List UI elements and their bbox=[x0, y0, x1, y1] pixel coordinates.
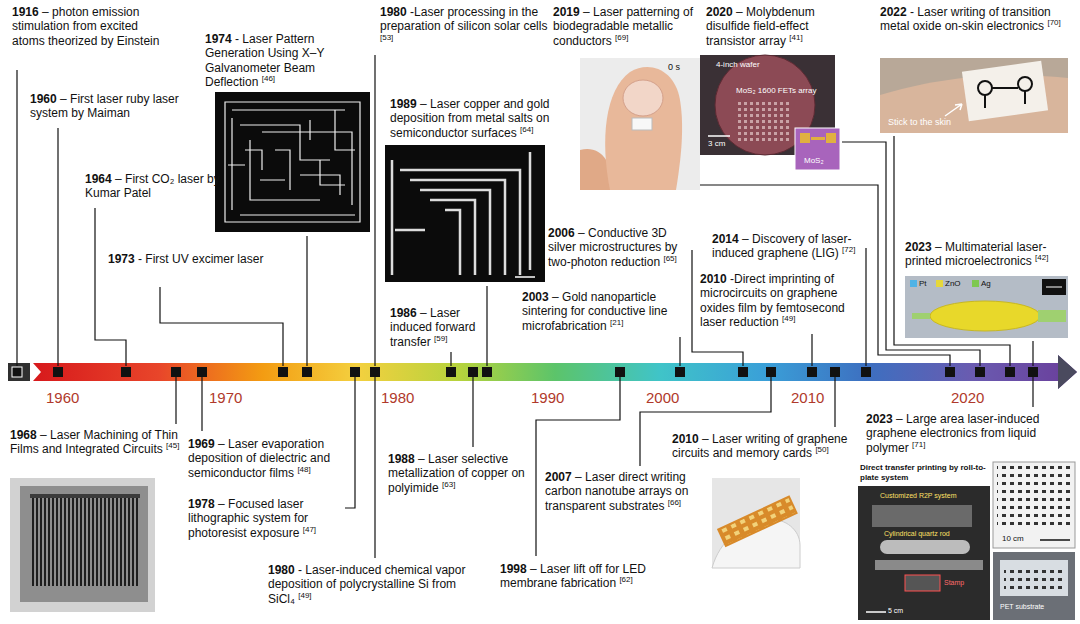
timeline-entry: 2003 – Gold nanoparticle sintering for c… bbox=[522, 290, 674, 333]
photo-caption: Stick to the skin bbox=[888, 117, 951, 128]
timeline-entry: 1989 – Laser copper and gold deposition … bbox=[390, 97, 575, 140]
timeline-entry: 2022 - Laser writing of transition metal… bbox=[880, 5, 1070, 34]
axis-year: 1960 bbox=[46, 389, 79, 407]
axis-year: 2010 bbox=[791, 389, 824, 407]
timeline-arrow bbox=[8, 355, 1077, 389]
photo-caption: Cylindrical quartz rod bbox=[884, 530, 950, 538]
legend-text: ZnO bbox=[945, 279, 961, 288]
photo-1968 bbox=[10, 478, 155, 612]
axis-year: 2000 bbox=[646, 389, 679, 407]
photo-caption: MoS₂ 1600 FETs array bbox=[736, 86, 816, 96]
timeline-entry: 1960 – First laser ruby laser system by … bbox=[30, 92, 215, 121]
legend-text: Ag bbox=[981, 279, 991, 288]
axis-year: 1980 bbox=[381, 389, 414, 407]
legend-swatch bbox=[936, 280, 943, 287]
timeline-entry: 1916 – photon emission stimulation from … bbox=[12, 5, 162, 48]
timeline-entry: 2019 – Laser patterning of biodegradable… bbox=[553, 5, 703, 48]
timeline-markers bbox=[12, 367, 1038, 377]
timeline-entry: 1973 - First UV excimer laser bbox=[108, 252, 268, 266]
timeline-entry: 2020 – Molybdenum disulfide field-effect… bbox=[706, 5, 856, 48]
photo-caption: 10 cm bbox=[1002, 534, 1024, 544]
photo-caption: MoS₂ bbox=[804, 156, 824, 166]
legend-swatch bbox=[910, 280, 917, 287]
timeline-entry: 1988 – Laser selective metallization of … bbox=[388, 452, 528, 495]
photo-caption: Customized R2P system bbox=[880, 492, 957, 500]
timeline-entry: 2006 – Conductive 3D silver microstructu… bbox=[548, 226, 688, 269]
photo-2019 bbox=[580, 58, 700, 190]
photo-caption: PET substrate bbox=[1000, 603, 1044, 611]
legend-item: ZnO bbox=[936, 279, 961, 289]
photo-1989 bbox=[385, 145, 545, 282]
photo-2022 bbox=[880, 58, 1068, 133]
timeline-entry: 1978 – Focused laser lithographic system… bbox=[188, 497, 338, 540]
photo-2010 bbox=[712, 478, 800, 568]
photo-2020 bbox=[700, 55, 840, 170]
timeline-entry: 1974 - Laser Pattern Generation Using X–… bbox=[205, 32, 355, 90]
timeline-entry: 1964 – First CO₂ laser by Kumar Patel bbox=[85, 172, 225, 201]
legend-item: Pt bbox=[910, 279, 927, 289]
timeline-entry: 1980 -Laser processing in the preparatio… bbox=[380, 5, 550, 48]
timeline-entry: 2010 – Laser writing of graphene circuit… bbox=[672, 432, 857, 461]
photo-1974 bbox=[215, 92, 370, 232]
photo-caption: 5 cm bbox=[888, 607, 903, 615]
timeline-entry: 2007 – Laser direct writing carbon nanot… bbox=[545, 470, 700, 513]
photo-caption: Stamp bbox=[944, 579, 964, 587]
legend-swatch bbox=[972, 280, 979, 287]
photo-caption: 3 cm bbox=[708, 139, 725, 149]
timeline-entry: 1968 – Laser Machining of Thin Films and… bbox=[10, 428, 182, 457]
axis-year: 1990 bbox=[531, 389, 564, 407]
photo-caption: 0 s bbox=[668, 62, 680, 73]
photo-caption: 4-inch wafer bbox=[716, 60, 760, 70]
legend-item: Ag bbox=[972, 279, 991, 289]
axis-year: 1970 bbox=[209, 389, 242, 407]
timeline-entry: 1998 – Laser lift off for LED membrane f… bbox=[500, 562, 678, 591]
timeline-entry: 2010 -Direct imprinting of microcircuits… bbox=[700, 272, 858, 330]
photo-2023-multimaterial bbox=[905, 276, 1068, 338]
axis-year: 2020 bbox=[951, 389, 984, 407]
legend-text: Pt bbox=[919, 279, 927, 288]
timeline-entry: 2023 – Multimaterial laser-printed micro… bbox=[905, 240, 1070, 269]
timeline-entry: 1969 – Laser evaporation deposition of d… bbox=[188, 437, 350, 480]
timeline-entry: 1986 – Laser induced forward transfer [5… bbox=[390, 306, 480, 349]
photo-caption: Direct transfer printing by roll-to-plat… bbox=[860, 463, 988, 482]
timeline-entry: 1980 - Laser-induced chemical vapor depo… bbox=[268, 563, 480, 606]
photo-2023-large bbox=[858, 462, 1075, 620]
timeline-entry: 2023 – Large area laser-induced graphene… bbox=[866, 412, 1074, 455]
timeline-entry: 2014 – Discovery of laser-induced graphe… bbox=[712, 232, 861, 261]
